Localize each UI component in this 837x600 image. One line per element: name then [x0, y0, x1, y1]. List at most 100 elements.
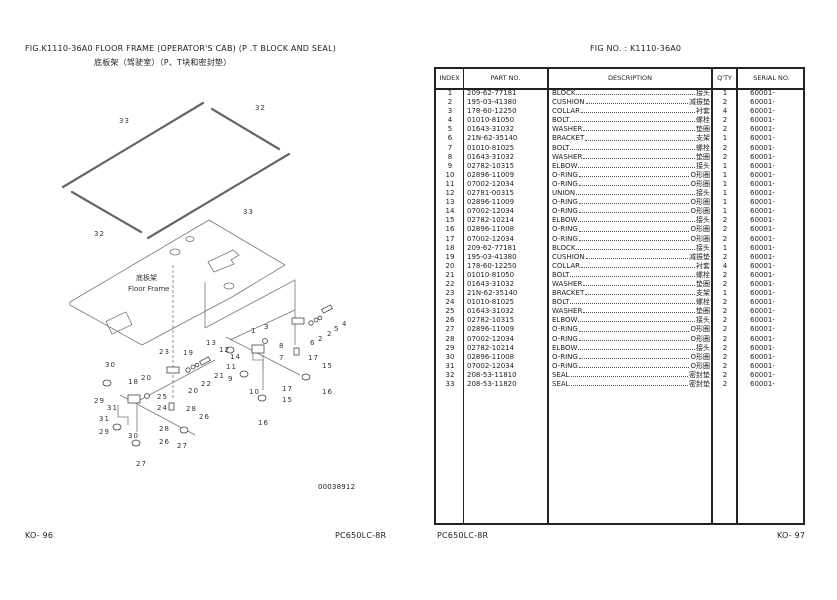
dot-leader	[581, 262, 695, 268]
drawing-number: 00038912	[318, 483, 356, 491]
dot-leader	[578, 235, 690, 241]
description-cn: 减振垫	[689, 252, 710, 261]
row-serial-number: 60001-	[750, 134, 775, 143]
callout-number: 17	[282, 385, 293, 393]
right-page-number: KO- 97	[777, 531, 806, 540]
description-cn: O形圈	[690, 361, 710, 370]
column-divider	[736, 69, 738, 523]
description-en: CUSHION	[552, 252, 585, 261]
row-serial-number: 60001-	[750, 343, 775, 352]
floor-frame-cutout	[105, 311, 133, 335]
callout-number: 32	[255, 104, 266, 112]
header-index: INDEX	[439, 74, 460, 82]
floor-frame-label-cn: 底板架	[136, 273, 157, 282]
description-en: ELBOW	[552, 316, 578, 325]
row-part-number: 21N-62-35140	[467, 134, 518, 143]
row-serial-number: 60001-	[750, 380, 775, 388]
description-en: BRACKET	[552, 134, 585, 143]
dot-leader	[576, 244, 695, 250]
row-quantity: 1	[722, 207, 728, 216]
callout-number: 28	[186, 405, 197, 413]
row-part-number: 01010-81025	[467, 143, 515, 152]
row-quantity: 1	[722, 179, 728, 188]
description-cn: 接头	[696, 243, 710, 252]
description-cn: 接头	[696, 161, 710, 170]
row-quantity: 2	[722, 152, 728, 161]
description-cn: 支架	[696, 134, 710, 143]
row-serial-number: 60001-	[750, 325, 775, 334]
row-quantity: 2	[722, 225, 728, 234]
row-index: 5	[447, 125, 453, 134]
callout-number: 23	[159, 348, 170, 356]
row-part-number: 178-60-12250	[467, 107, 517, 116]
row-serial-number: 60001-	[750, 316, 775, 325]
row-quantity: 2	[722, 325, 728, 334]
callout-number: 16	[258, 419, 269, 427]
description-en: O-RING	[552, 179, 578, 188]
callout-number: 5	[334, 325, 339, 333]
dot-leader	[570, 271, 695, 277]
row-index: 24	[445, 298, 455, 307]
dot-leader	[578, 171, 690, 177]
dot-leader	[578, 180, 690, 187]
row-index: 29	[445, 343, 455, 352]
row-quantity: 2	[722, 252, 728, 261]
description-cn: O形圈	[690, 170, 710, 179]
row-quantity: 2	[722, 361, 728, 370]
dot-leader	[578, 325, 690, 332]
description-en: SEAL	[552, 370, 570, 379]
row-serial-number: 60001-	[750, 234, 775, 243]
row-part-number: 01643-31032	[467, 279, 515, 288]
dot-leader	[570, 116, 695, 123]
dot-leader	[578, 225, 690, 232]
row-part-number: 07002-12034	[467, 179, 515, 188]
row-index: 3	[447, 107, 453, 116]
dot-leader	[570, 371, 688, 377]
callout-number: 1	[251, 327, 256, 335]
row-quantity: 2	[722, 343, 728, 352]
left-page-number: KO- 96	[25, 531, 54, 540]
seal-33-bottom	[146, 152, 291, 240]
callout-number: 31	[107, 404, 118, 412]
callout-number: 2	[327, 330, 332, 338]
row-index: 21	[445, 270, 455, 279]
row-index: 11	[445, 179, 455, 188]
row-index: 25	[445, 307, 455, 316]
row-part-number: 02782-10214	[467, 343, 515, 352]
row-description: CUSHION 减振垫	[552, 253, 710, 262]
callout-number: 19	[183, 349, 194, 357]
row-index: 7	[447, 143, 453, 152]
row-index: 16	[445, 225, 455, 234]
row-serial-number: 60001-	[750, 152, 775, 161]
callout-number: 26	[199, 413, 210, 421]
row-part-number: 01010-81025	[467, 298, 515, 307]
row-serial-number: 60001-	[750, 243, 775, 252]
description-en: ELBOW	[552, 216, 578, 225]
